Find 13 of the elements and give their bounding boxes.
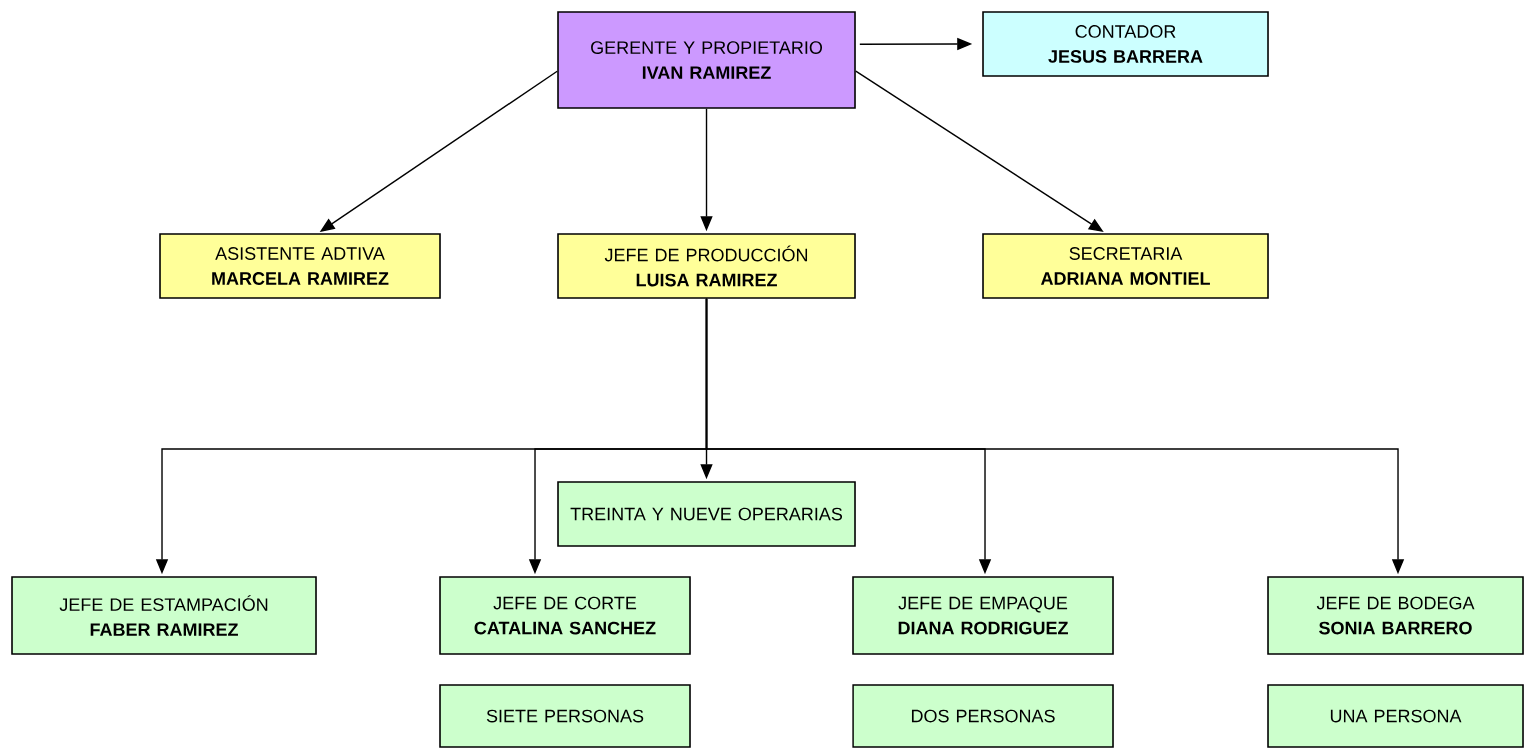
org-box: TREINTA Y NUEVE OPERARIAS — [557, 481, 856, 547]
org-box: JEFE DE BODEGA SONIA BARRERO — [1267, 576, 1524, 655]
org-box: DOS PERSONAS — [852, 684, 1114, 748]
org-box: JEFE DE ESTAMPACIÓN FABER RAMIREZ — [11, 576, 317, 655]
org-box: CONTADOR JESUS BARRERA — [982, 11, 1269, 77]
org-box: JEFE DE EMPAQUE DIANA RODRIGUEZ — [852, 576, 1114, 655]
org-box: JEFE DE CORTE CATALINA SANCHEZ — [439, 576, 691, 655]
org-box: ASISTENTE ADTIVA MARCELA RAMIREZ — [159, 233, 441, 299]
org-box: JEFE DE PRODUCCIÓN LUISA RAMIREZ — [557, 233, 856, 299]
org-box: SIETE PERSONAS — [439, 684, 691, 748]
org-box: SECRETARIA ADRIANA MONTIEL — [982, 233, 1269, 299]
org-box: GERENTE Y PROPIETARIO IVAN RAMIREZ — [557, 11, 856, 109]
org-box: UNA PERSONA — [1267, 684, 1524, 748]
